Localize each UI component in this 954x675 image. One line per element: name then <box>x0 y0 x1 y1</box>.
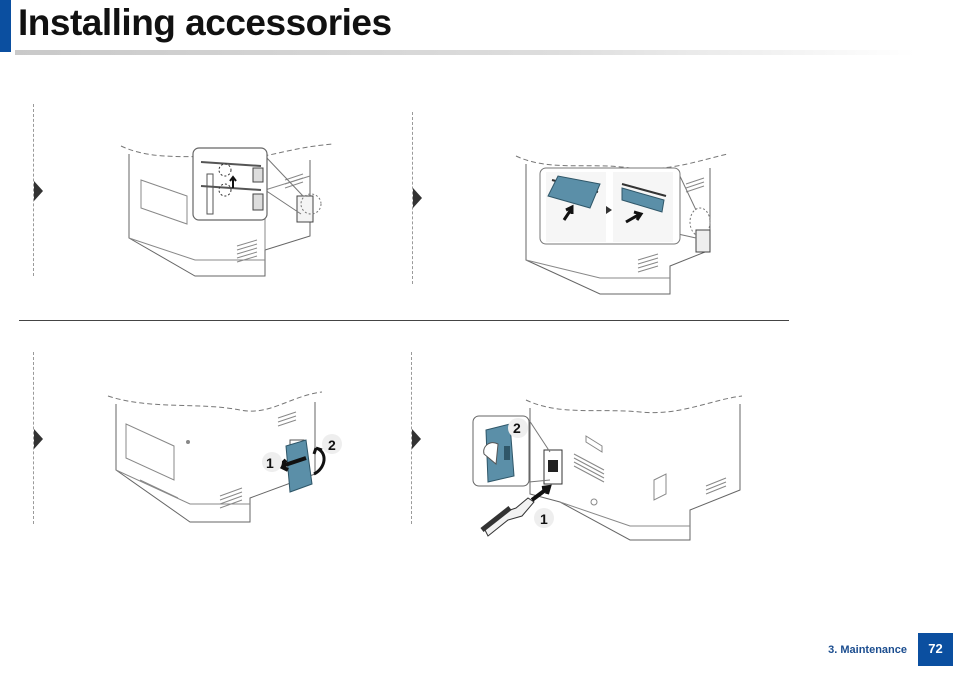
illustration-power-cord: 2 1 <box>470 390 745 542</box>
marker-remove-cover-1: 1 <box>266 455 274 471</box>
marker-power-cord-1: 1 <box>540 511 548 527</box>
marker-power-switch-2: 2 <box>513 420 521 436</box>
illustration-remove-side-cover: 1 2 <box>100 388 355 528</box>
step-arrow-1 <box>34 181 43 201</box>
page-title: Installing accessories <box>18 2 392 44</box>
marker-remove-cover-2: 2 <box>328 437 336 453</box>
section-divider <box>19 320 789 321</box>
step-arrow-4 <box>412 429 421 449</box>
illustration-unscrew-cover <box>115 140 345 288</box>
step-arrow-2 <box>413 188 422 208</box>
step-arrow-3 <box>34 429 43 449</box>
page-number-badge: 72 <box>918 633 953 666</box>
illustration-insert-memory <box>510 150 735 300</box>
title-underline <box>15 50 915 55</box>
footer-section-label: 3. Maintenance <box>828 644 907 656</box>
title-accent-bar <box>0 0 11 52</box>
